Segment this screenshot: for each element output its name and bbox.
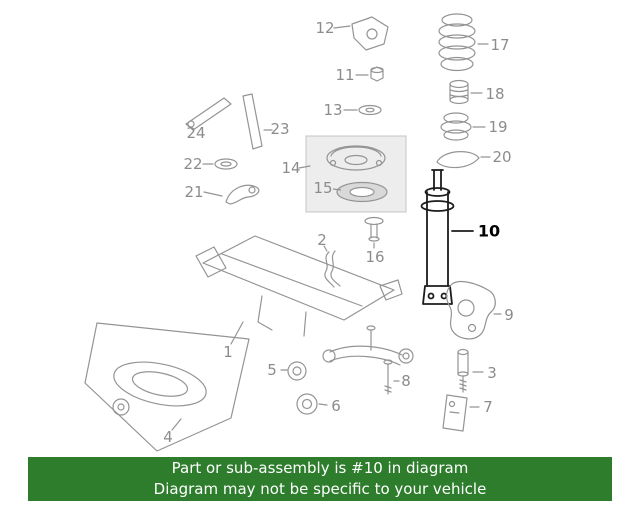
banner-line2: Diagram may not be specific to your vehi… [153,480,487,498]
part-label-5: 5 [267,361,277,379]
part-17-drawing [438,13,489,72]
part-label-11: 11 [335,66,355,84]
part-9-drawing [445,280,502,340]
part-2-drawing [323,245,341,288]
banner-line1: Part or sub-assembly is #10 in diagram [171,459,469,477]
part-label-15: 15 [313,179,333,197]
part-4-drawing [84,322,250,452]
part-label-2: 2 [317,231,327,249]
vehicle-note-banner: Part or sub-assembly is #10 in diagram D… [28,457,612,501]
part-label-7: 7 [483,398,493,416]
part-label-21: 21 [184,183,204,201]
part-label-10-highlighted: 10 [477,221,501,241]
part-8-drawing [322,325,414,395]
part-21-drawing [203,184,260,205]
part-label-20: 20 [492,148,512,166]
part-11-drawing [355,66,384,82]
part-1-drawing [195,235,403,345]
part-label-6: 6 [331,397,341,415]
part-24-drawing [185,97,232,131]
part-label-8: 8 [401,372,411,390]
part-label-19: 19 [488,118,508,136]
part-19-drawing [440,112,486,141]
part-23-drawing [242,93,273,150]
part-label-14: 14 [281,159,301,177]
part-label-16: 16 [365,248,385,266]
part-label-4: 4 [163,428,173,446]
part-14-drawing [298,145,386,171]
part-10-strut-drawing [420,169,474,305]
part-16-drawing [364,216,384,249]
part-label-9: 9 [504,306,514,324]
part-label-13: 13 [323,101,343,119]
part-7-drawing [442,394,480,432]
part-6-drawing [296,393,328,415]
part-3-drawing [457,348,484,393]
part-label-17: 17 [490,36,510,54]
part-label-24: 24 [186,124,206,142]
part-5-drawing [280,361,307,381]
part-22-drawing [202,158,238,170]
part-18-drawing [449,79,483,105]
part-20-drawing [436,151,491,169]
part-label-22: 22 [183,155,203,173]
part-label-18: 18 [485,85,505,103]
part-label-1: 1 [223,343,233,361]
part-15-drawing [332,181,388,203]
part-label-3: 3 [487,364,497,382]
part-label-12: 12 [315,19,335,37]
part-13-drawing [343,104,382,116]
part-label-23: 23 [270,120,290,138]
part-12-drawing [333,16,389,51]
